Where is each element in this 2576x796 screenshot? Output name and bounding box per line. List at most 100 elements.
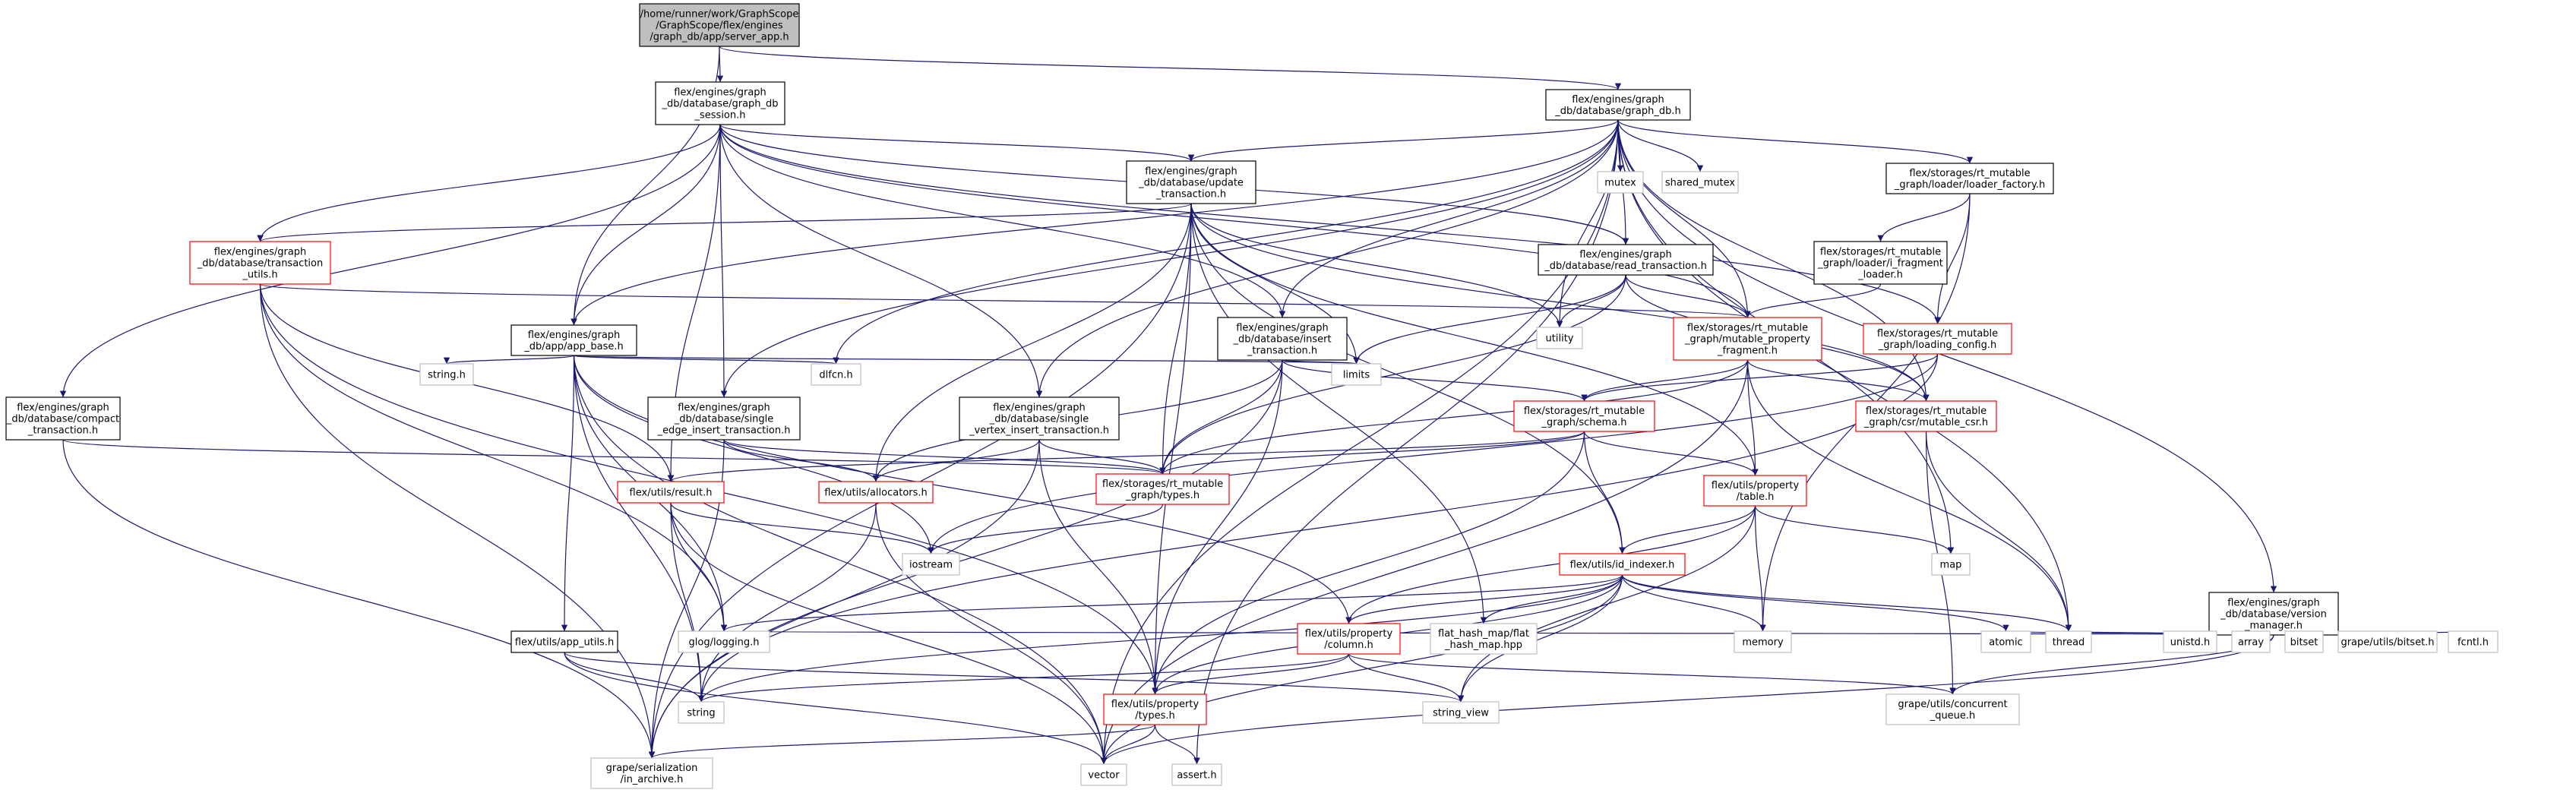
node-label-line: shared_mutex	[1665, 178, 1736, 189]
node-iostream[interactable]: iostream	[902, 553, 960, 576]
node-label-line: _utils.h	[242, 270, 277, 281]
node-label-line: flat_hash_map/flat	[1438, 628, 1529, 640]
edge-update-transaction-to-flat-hash-map	[1190, 203, 1487, 624]
node-limits[interactable]: limits	[1331, 363, 1382, 386]
node-label-line: limits	[1343, 370, 1370, 381]
edge-id-indexer-to-property-column	[1345, 574, 1623, 624]
node-graph-db[interactable]: flex/engines/graph_db/database/graph_db.…	[1545, 89, 1691, 121]
node-glog[interactable]: glog/logging.h	[678, 630, 770, 653]
node-property-column[interactable]: flex/utils/property/column.h	[1297, 623, 1401, 655]
node-label-line: flex/storages/rt_mutable	[1820, 247, 1941, 258]
node-vector[interactable]: vector	[1080, 763, 1127, 786]
edge-graph-db-session-to-insert-transaction	[719, 124, 1286, 318]
node-id-indexer[interactable]: flex/utils/id_indexer.h	[1559, 553, 1686, 576]
node-grape-bitset[interactable]: grape/utils/bitset.h	[2337, 630, 2438, 653]
edge-read-transaction-to-limits	[1353, 274, 1626, 365]
node-string[interactable]: string	[678, 701, 725, 724]
node-box	[1430, 623, 1538, 655]
node-fcntl[interactable]: fcntl.h	[2448, 630, 2499, 653]
node-unistd[interactable]: unistd.h	[2163, 630, 2217, 653]
node-property-types[interactable]: flex/utils/property/types.h	[1103, 693, 1207, 725]
node-mutable-csr[interactable]: flex/storages/rt_mutable_graph/csr/mutab…	[1855, 400, 1997, 432]
node-concurrent-queue[interactable]: grape/utils/concurrent_queue.h	[1885, 693, 2020, 725]
node-box	[2231, 630, 2271, 653]
edge-property-types-to-vector	[1100, 724, 1156, 765]
node-string-h[interactable]: string.h	[419, 363, 474, 386]
edge-schema-to-property-types	[1152, 431, 1585, 695]
node-box	[1597, 171, 1644, 194]
edge-transaction-utils-to-mutable-property-fragment	[259, 283, 1750, 318]
node-read-transaction[interactable]: flex/engines/graph_db/database/read_tran…	[1538, 244, 1714, 276]
node-bitset[interactable]: bitset	[2284, 630, 2324, 653]
edge-loading-config-to-iostream	[928, 353, 1939, 554]
node-app-base[interactable]: flex/engines/graph_db/app/app_base.h	[510, 324, 637, 356]
node-app-utils[interactable]: flex/utils/app_utils.h	[510, 630, 618, 653]
edge-id-indexer-to-atomic	[1621, 574, 2009, 632]
node-update-transaction[interactable]: flex/engines/graph_db/database/update_tr…	[1126, 160, 1256, 204]
node-schema[interactable]: flex/storages/rt_mutable_graph/schema.h	[1513, 400, 1655, 432]
edge-result-to-glog	[670, 502, 728, 632]
node-label-line: _db/database/single	[989, 414, 1089, 425]
node-graph-db-session[interactable]: flex/engines/graph_db/database/graph_db_…	[655, 81, 785, 125]
node-utility[interactable]: utility	[1536, 327, 1583, 349]
node-allocators[interactable]: flex/utils/allocators.h	[818, 481, 934, 504]
node-box	[1885, 163, 2054, 194]
node-result[interactable]: flex/utils/result.h	[617, 481, 725, 504]
node-assert[interactable]: assert.h	[1171, 763, 1222, 786]
node-label-line: flex/engines/graph	[17, 403, 109, 414]
node-flat-hash-map[interactable]: flat_hash_map/flat_hash_map.hpp	[1430, 623, 1538, 655]
node-server-app[interactable]: /home/runner/work/GraphScope/GraphScope/…	[639, 3, 800, 47]
node-graph-types[interactable]: flex/storages/rt_mutable_graph/types.h	[1095, 473, 1230, 505]
node-transaction-utils[interactable]: flex/engines/graph_db/database/transacti…	[189, 241, 331, 285]
node-loader-factory[interactable]: flex/storages/rt_mutable_graph/loader/lo…	[1885, 163, 2054, 194]
node-box	[2448, 630, 2499, 653]
node-atomic[interactable]: atomic	[1980, 630, 2031, 653]
edge-graph-db-session-to-single-vertex-insert	[719, 124, 1043, 398]
node-array[interactable]: array	[2231, 630, 2271, 653]
node-box	[818, 481, 934, 504]
node-box	[678, 701, 725, 724]
edge-app-base-to-property-column	[573, 355, 1352, 624]
edge-update-transaction-to-transaction-utils	[257, 203, 1192, 242]
node-box	[647, 396, 801, 441]
node-i-fragment-loader[interactable]: flex/storages/rt_mutable_graph/loader/i_…	[1813, 241, 1948, 285]
node-compact-transaction[interactable]: flex/engines/graph_db/database/compact_t…	[5, 396, 121, 441]
node-label-line: _transaction.h	[27, 425, 98, 437]
node-box	[655, 81, 785, 125]
node-box	[1813, 241, 1948, 285]
node-loading-config[interactable]: flex/storages/rt_mutable_graph/loading_c…	[1863, 323, 2012, 355]
node-label-line: _graph/schema.h	[1541, 417, 1626, 428]
node-label-line: flex/engines/graph	[214, 247, 307, 258]
node-dlfcn[interactable]: dlfcn.h	[811, 363, 861, 386]
edge-single-edge-insert-to-graph-types	[723, 439, 1166, 475]
node-insert-transaction[interactable]: flex/engines/graph_db/database/insert_tr…	[1217, 317, 1348, 361]
edge-id-indexer-to-string	[697, 574, 1623, 703]
node-in-archive[interactable]: grape/serialization/in_archive.h	[590, 757, 713, 789]
node-memory[interactable]: memory	[1734, 630, 1792, 653]
node-label-line: flex/storages/rt_mutable	[1877, 328, 1998, 340]
node-label-line: flex/utils/id_indexer.h	[1570, 560, 1675, 571]
node-box	[1559, 553, 1686, 576]
node-property-table[interactable]: flex/utils/property/table.h	[1703, 475, 1807, 507]
node-string-view[interactable]: string_view	[1422, 701, 1500, 724]
node-mutex[interactable]: mutex	[1597, 171, 1644, 194]
node-thread[interactable]: thread	[2045, 630, 2092, 653]
node-map[interactable]: map	[1931, 553, 1971, 576]
node-mutable-property-fragment[interactable]: flex/storages/rt_mutable_graph/mutable_p…	[1673, 317, 1822, 361]
node-single-edge-insert[interactable]: flex/engines/graph_db/database/single_ed…	[647, 396, 801, 441]
node-box	[2045, 630, 2092, 653]
node-version-manager[interactable]: flex/engines/graph_db/database/version_m…	[2208, 592, 2339, 636]
node-box	[1734, 630, 1792, 653]
edge-property-column-to-string-view	[1348, 653, 1465, 703]
node-label-line: flex/storages/rt_mutable	[1524, 406, 1645, 417]
node-label-line: memory	[1742, 637, 1784, 649]
edge-update-transaction-to-allocators	[872, 203, 1192, 482]
edge-property-column-to-property-types	[1152, 653, 1350, 695]
node-single-vertex-insert[interactable]: flex/engines/graph_db/database/single_ve…	[959, 396, 1120, 441]
node-label-line: _transaction.h	[1155, 189, 1226, 201]
node-label-line: _db/database/graph_db	[661, 99, 778, 110]
node-label-line: _edge_insert_transaction.h	[657, 425, 791, 437]
edge-version-manager-to-vector	[1100, 634, 2274, 765]
node-shared-mutex[interactable]: shared_mutex	[1661, 171, 1739, 194]
edge-graph-types-to-iostream	[928, 504, 1164, 554]
